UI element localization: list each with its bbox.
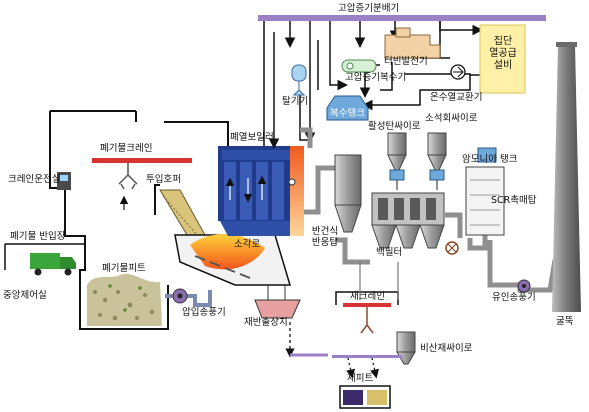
feed-hopper [159,189,206,241]
bag-filter [371,192,445,249]
label-hp-steam-header: 고압증기분배기 [338,3,400,14]
district-heating-box [479,24,526,94]
hot-water-exchanger-icon [450,64,466,80]
label-scr-reactor: SCR촉매탑 [491,195,537,206]
label-bag-filter: 백필터 [376,247,403,258]
label-feed-hopper: 투입호퍼 [146,174,181,185]
waste-pit [87,273,162,326]
ash-lines [285,262,399,379]
label-hot-water-exchanger: 온수열교환기 [430,92,483,103]
label-ash-extractor: 재반출장치 [244,317,288,328]
semi-dry-reactor [334,154,362,233]
crane-cabin [57,172,71,190]
receiving-bay [4,243,85,270]
hp-condenser [341,59,377,73]
label-condensate-tank: 복수탱크 [330,108,365,119]
fd-fan-icon [165,288,212,307]
label-waste-pit: 폐기물피트 [102,263,146,274]
hp-steam-header [258,15,546,21]
id-fan-icon [517,279,531,293]
building-outline [49,110,229,330]
label-waste-heat-boiler: 폐열보일러 [230,132,274,143]
label-ash-pit: 재피트 [347,373,374,384]
incinerator-grate [174,234,292,286]
crane-hook-icon [118,163,138,190]
scr-reactor [465,166,505,236]
crane-beam [92,158,192,163]
condensate-tank [326,95,369,121]
ash-pit [339,385,391,409]
truck-icon [30,253,76,276]
ash-crane [343,303,391,334]
ammonia-tank [477,147,497,163]
label-waste-crane: 폐기물크레인 [100,143,153,154]
label-fd-fan: 압입송풍기 [182,307,226,318]
label-activated-carbon-silo: 활성탄싸이로 [368,121,421,132]
label-ammonia-tank: 암모니아 탱크 [462,154,518,165]
label-deaerator: 탈기기 [282,96,309,107]
slaked-lime-silo [427,132,447,190]
label-control-room: 중앙제어실 [3,290,47,301]
waste-crane [92,158,192,190]
boiler-body [218,146,300,236]
label-stack: 굴뚝 [556,316,574,327]
label-slaked-lime-silo: 소석회싸이로 [425,113,478,124]
label-fly-ash-silo: 비산재싸이로 [420,343,473,354]
activated-carbon-silo [387,132,407,190]
label-crane-cabin: 크레인운전실 [8,174,61,185]
boiler-riser [288,146,304,236]
label-waste-receiving: 폐기물 반입장 [10,231,66,242]
label-id-fan: 유인송풍기 [492,292,536,303]
label-hp-condenser: 고압증기복수기 [345,72,407,83]
ash-conveyor [332,355,402,358]
label-turbine-generator: 터빈발전기 [384,56,428,67]
dosing-tanks [389,169,445,181]
ash-extractor [254,285,301,319]
gas-heater-icon [445,241,459,255]
stack [552,42,581,312]
turbine-generator [384,27,441,59]
fly-ash-silo [396,331,416,365]
deaerator [291,64,307,96]
label-ash-crane: 재크레인 [350,291,385,302]
label-incinerator: 소각로 [234,239,261,250]
